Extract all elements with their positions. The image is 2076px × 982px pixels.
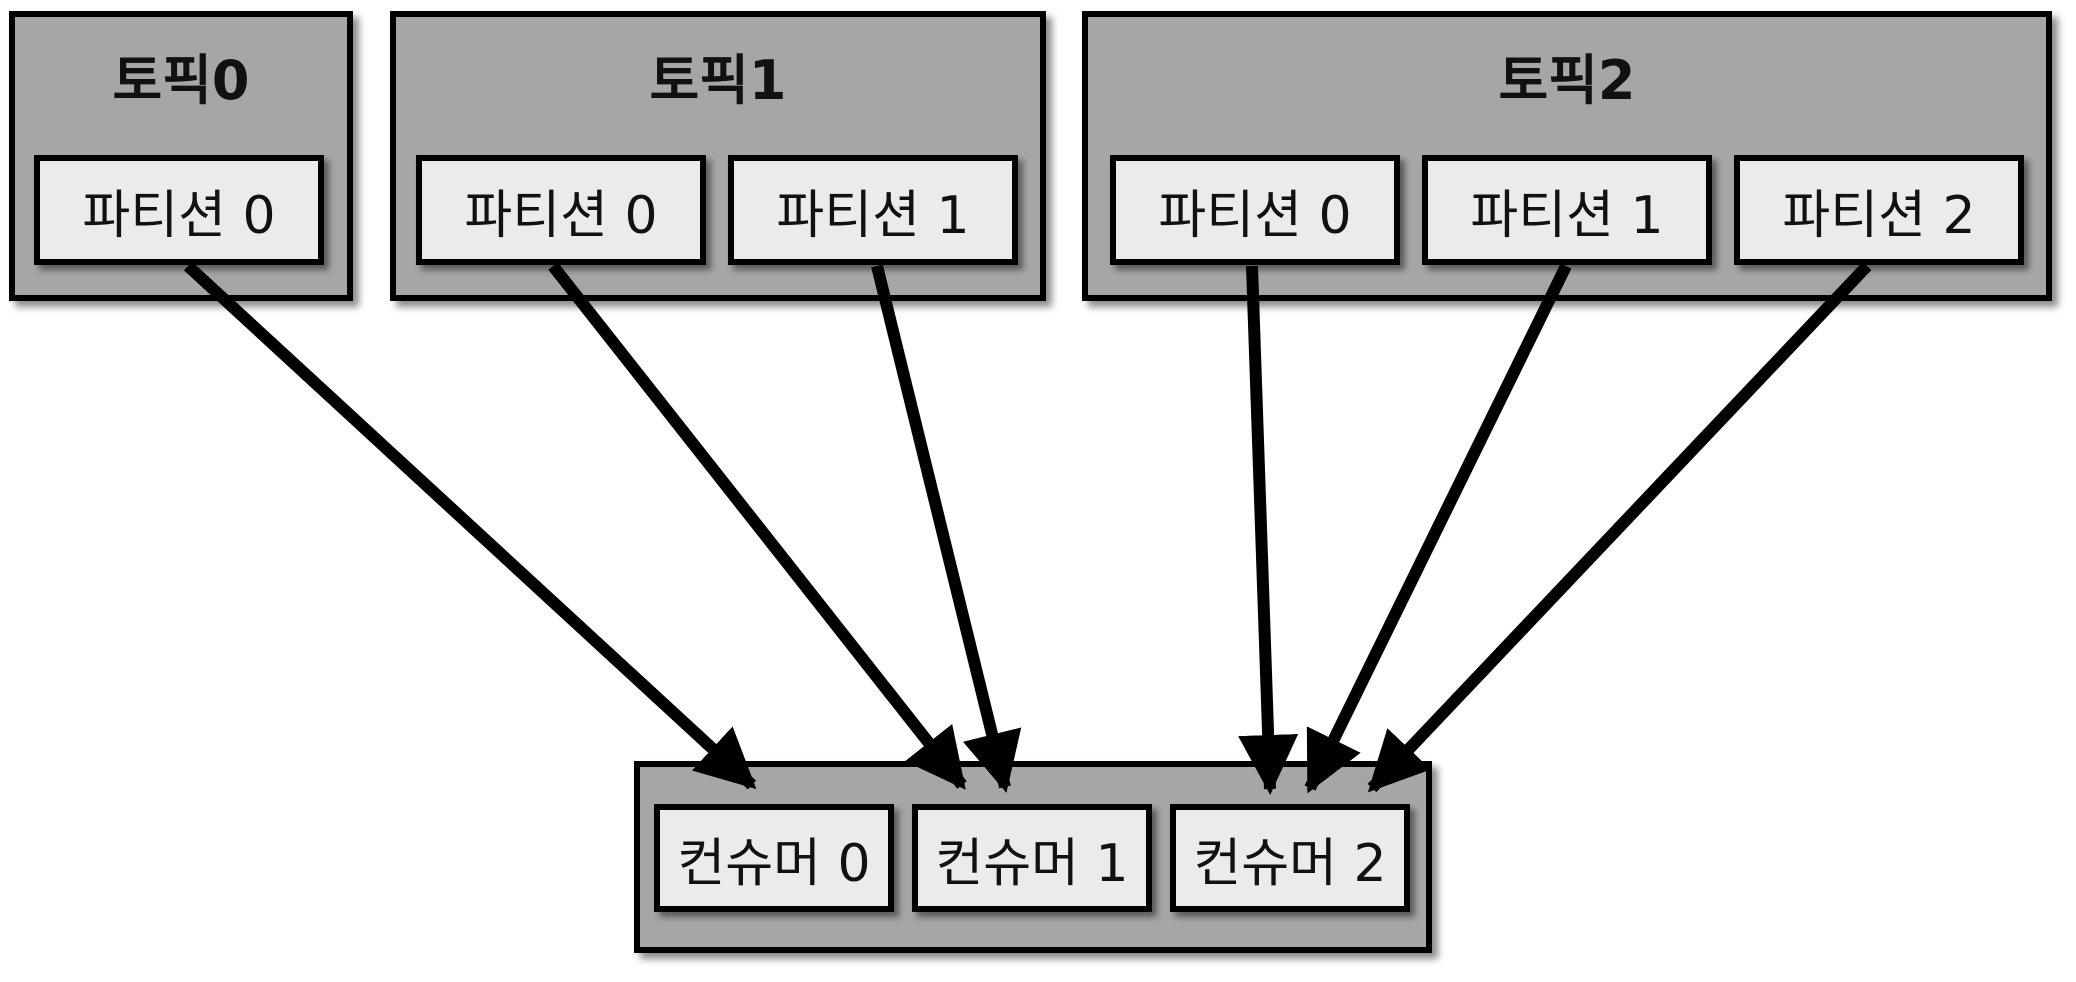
arrow-t0p0-to-c0 [183,261,757,790]
topic-2-partition-1: 파티션 1 [1422,155,1712,265]
topic-1-partition-1: 파티션 1 [728,155,1018,265]
arrow-t1p0-to-c1 [548,262,967,790]
topic-0-partition-0: 파티션 0 [34,155,324,265]
consumer-1: 컨슈머 1 [912,804,1152,912]
topic-1-partition-0: 파티션 0 [416,155,706,265]
topic-0-title: 토픽0 [112,49,250,112]
consumer-0: 컨슈머 0 [654,804,894,912]
topic-1-title: 토픽1 [649,49,787,112]
consumer-2: 컨슈머 2 [1170,804,1410,912]
arrow-t2p1-to-c2 [1304,263,1572,794]
topic-2-title: 토픽2 [1498,49,1636,112]
topic-2-partition-2: 파티션 2 [1734,155,2024,265]
arrow-t2p2-to-c2 [1367,261,1872,793]
arrow-t2p0-to-c2 [1238,265,1299,795]
topic-2-partition-0: 파티션 0 [1110,155,1400,265]
arrow-t1p1-to-c1 [871,264,1022,793]
